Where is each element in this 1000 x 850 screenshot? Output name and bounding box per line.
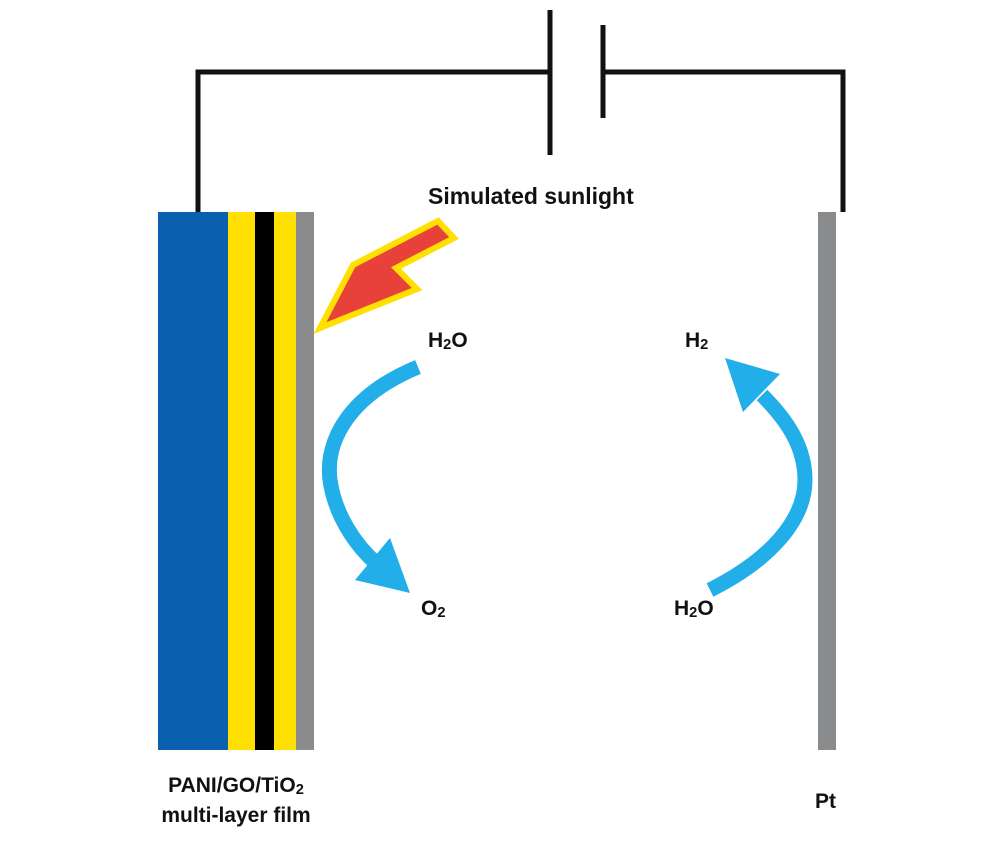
anode-reactant-main: H: [428, 329, 444, 352]
anode-reactant-rest: O: [451, 329, 468, 352]
cathode-reactant-rest: O: [697, 597, 714, 620]
photoanode-label-line2: multi-layer film: [161, 804, 311, 828]
anode-product-sub: 2: [437, 605, 446, 622]
photoanode-label: PANI/GO/TiO2 multi-layer film: [136, 773, 336, 829]
cathode-reactant-main: H: [674, 597, 690, 620]
layer-yellow-2: [274, 212, 296, 750]
wire-right: [603, 69, 846, 212]
photoanode-label-text: PANI/GO/TiO: [168, 774, 296, 797]
pt-electrode: [818, 212, 836, 750]
pt-label: Pt: [815, 790, 836, 813]
layer-blue: [158, 212, 228, 750]
layer-gray: [296, 212, 314, 750]
cathode-product-label: H2: [685, 329, 708, 353]
layer-black: [255, 212, 274, 750]
oxidation-arrow: [321, 360, 421, 593]
reduction-arrow: [706, 358, 813, 597]
anode-product-main: O: [421, 597, 438, 620]
photoanode-label-line1: PANI/GO/TiO2: [136, 773, 336, 803]
cathode-product-sub: 2: [700, 337, 709, 354]
anode-reactant-label: H2O: [428, 329, 468, 353]
wire-left: [195, 69, 550, 212]
anode-reactant-sub: 2: [443, 337, 452, 354]
lightning-icon: [313, 217, 459, 334]
cathode-product-main: H: [685, 329, 701, 352]
multilayer-film: [158, 212, 314, 750]
photoanode-label-sub: 2: [295, 782, 304, 799]
simulated-sunlight-label: Simulated sunlight: [428, 183, 634, 209]
cathode-reactant-sub: 2: [689, 605, 698, 622]
layer-yellow-1: [228, 212, 255, 750]
anode-product-label: O2: [421, 597, 446, 621]
cathode-reactant-label: H2O: [674, 597, 714, 621]
